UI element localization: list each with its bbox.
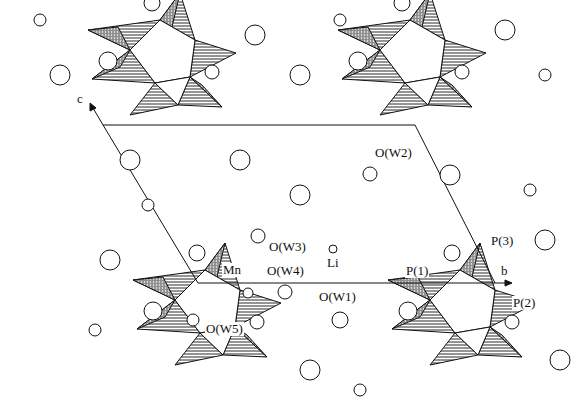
polyhedra-clusters (88, 0, 536, 365)
axis-label: c (76, 92, 84, 106)
atom-label: O(W2) (374, 146, 413, 160)
atoms (34, 14, 570, 396)
atom-label: O(W5) (205, 322, 244, 336)
atom-label: P(3) (490, 234, 514, 248)
atom-label: Mn (222, 263, 242, 277)
axis-arrows (90, 103, 512, 286)
atom-label: Li (326, 256, 340, 270)
atom-label: O(W1) (318, 290, 357, 304)
unit-cell (103, 125, 495, 283)
atom-label: O(W4) (266, 264, 305, 278)
atom-label: O(W3) (268, 240, 307, 254)
atom-label: P(2) (512, 296, 536, 310)
atom-label: P(1) (405, 264, 429, 278)
axis-label: b (500, 264, 509, 278)
